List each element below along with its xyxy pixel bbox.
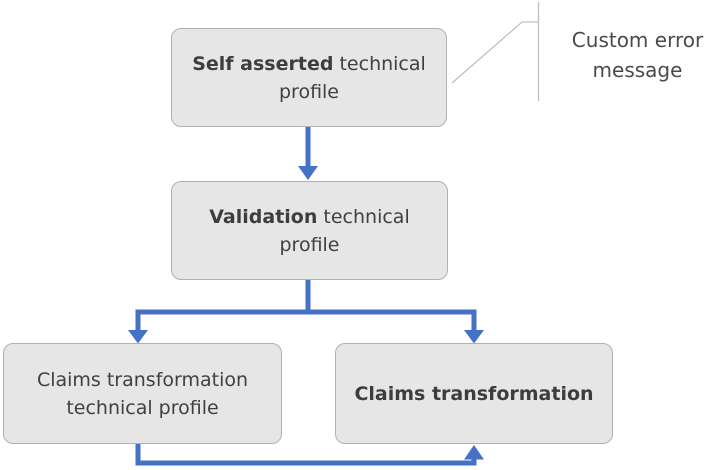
node-label: Self asserted technical profile [182,50,436,106]
node-claims-transformation-technical-profile: Claims transformation technical profile [3,343,282,444]
node-label-regular: technical profile [278,52,426,103]
node-label-regular: Claims transformation technical profile [36,368,249,419]
connector-claims-tp-to-claims-transformation [135,444,477,466]
node-label-regular: technical profile [279,205,410,256]
node-claims-transformation: Claims transformation [335,343,613,444]
arrowhead-down-claims-tp [128,330,148,344]
callout-leader-line [451,21,539,84]
node-label: Validation technical profile [182,203,437,259]
node-label-bold: Validation [209,205,318,228]
arrowhead-down-claims-transformation [464,330,484,344]
arrowhead-up-claims-transformation [464,445,484,460]
node-self-asserted-technical-profile: Self asserted technical profile [171,28,447,127]
callout-custom-error-message: Custom error message [571,28,704,82]
node-validation-technical-profile: Validation technical profile [171,181,448,280]
node-label: Claims transformation technical profile [14,366,271,422]
arrowhead-down-validation [298,166,318,180]
node-label-bold: Self asserted [192,52,334,75]
node-label-bold: Claims transformation [354,382,594,405]
connector-validation-branch [135,280,477,331]
node-label: Claims transformation [354,380,593,408]
